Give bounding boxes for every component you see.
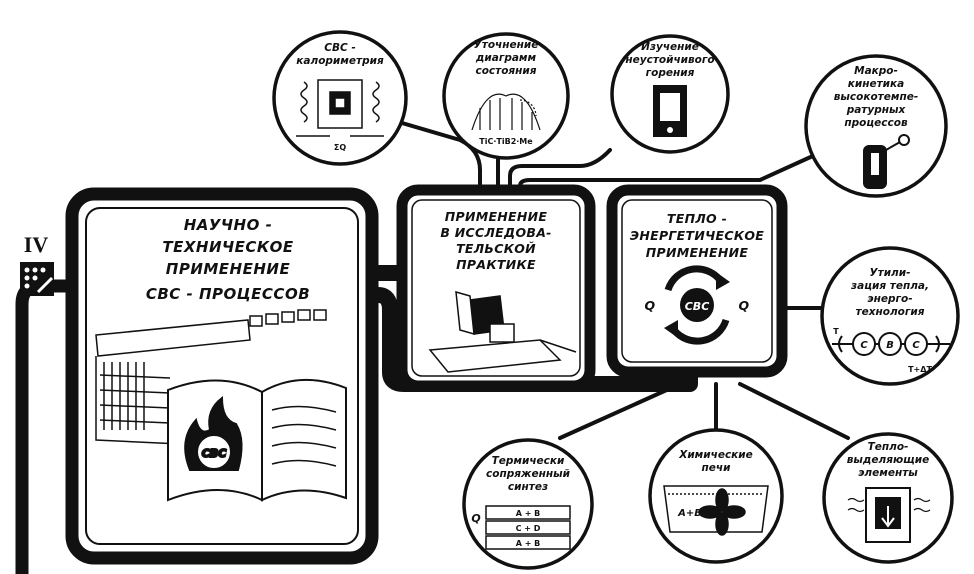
circle-conjugated-synthesis: Термически сопряженный синтез A + B C + … [462, 438, 594, 570]
heat-util-ball-2: В [886, 340, 894, 351]
energy-box: ТЕПЛО - ЭНЕРГЕТИЧЕСКОЕ ПРИМЕНЕНИЕ СВС Q … [606, 184, 788, 378]
furnace-icon [663, 485, 769, 536]
circle-heat-utilization: Утили- зация тепла, энерго- технология С… [820, 246, 960, 386]
circle-calorimetry: СВС - калориметрия ΣQ [272, 30, 408, 166]
unsteady-line-3: горения [646, 67, 695, 79]
heating-element-icon [847, 487, 931, 543]
heat-el-line-2: выделяющие [847, 454, 929, 466]
conj-line-2: сопряженный [486, 468, 571, 480]
energy-center-label: СВС [685, 300, 710, 313]
conj-line-1: Термически [492, 455, 565, 467]
heat-util-t-right: T+ΔT [908, 365, 932, 374]
grid-icon [20, 262, 54, 296]
heat-util-t-left: T [833, 327, 839, 336]
macro-line-3: высокотемпе- [834, 91, 918, 103]
heat-el-line-1: Тепло- [868, 441, 909, 453]
research-title-line-2: В ИССЛЕДОВА- [440, 225, 551, 240]
cycle-arrows-icon: СВС [664, 265, 730, 345]
research-title-line-3: ТЕЛЬСКОЙ [456, 241, 536, 256]
sample-tube-icon [653, 85, 687, 137]
main-title-line-3: ПРИМЕНЕНИЕ [166, 260, 291, 278]
phase-line-2: диаграмм [475, 52, 537, 64]
macro-line-4: ратурных [846, 104, 907, 116]
heat-util-line-3: энерго- [867, 293, 912, 305]
calorimetry-line-2: калориметрия [296, 55, 384, 67]
research-box: ПРИМЕНЕНИЕ В ИССЛЕДОВА- ТЕЛЬСКОЙ ПРАКТИК… [396, 184, 596, 392]
conj-layer-3: A + B [516, 539, 541, 548]
research-title-line-1: ПРИМЕНЕНИЕ [445, 209, 548, 224]
conj-line-3: синтез [508, 481, 548, 493]
heat-util-ball-1: С [860, 340, 868, 351]
macro-line-5: процессов [844, 117, 908, 129]
main-box: НАУЧНО - ТЕХНИЧЕСКОЕ ПРИМЕНЕНИЕ СВС - ПР… [65, 187, 379, 565]
main-title-line-1: НАУЧНО - [184, 216, 273, 234]
furnace-line-1: Химические [678, 449, 753, 461]
roman-numeral: IV [24, 232, 49, 257]
calorimeter-icon [296, 79, 384, 137]
research-title-line-4: ПРАКТИКЕ [456, 257, 536, 272]
conj-layer-2: C + D [516, 524, 541, 533]
heat-util-line-2: зация тепла, [850, 280, 929, 292]
furnace-line-2: печи [702, 462, 732, 474]
energy-q-left: Q [645, 298, 656, 313]
phase-diagram-icon [471, 93, 541, 131]
energy-title-line-2: ЭНЕРГЕТИЧЕСКОЕ [630, 228, 764, 243]
layered-stack-icon [485, 505, 571, 550]
circle-macrokinetics: Макро- кинетика высокотемпе- ратурных пр… [804, 54, 948, 198]
circle-chemical-furnaces: Химические печи A+B [648, 428, 784, 564]
heat-util-ball-3: С [912, 340, 920, 351]
heat-util-line-1: Утили- [870, 267, 911, 279]
press-machine-illustration [428, 290, 577, 373]
main-title-line-4: СВС - ПРОЦЕССОВ [146, 285, 310, 303]
conj-layer-1: A + B [516, 509, 541, 518]
factory-illustration [95, 309, 327, 445]
phase-line-1: Уточнение [474, 39, 539, 51]
book-flame-illustration: СВС [167, 379, 347, 502]
book-flame-label: СВС [202, 447, 227, 460]
furnace-mix: A+B [677, 508, 702, 519]
circle-heat-elements: Тепло- выделяющие элементы [822, 432, 954, 564]
pressure-vessel-icon [863, 134, 910, 189]
heat-util-line-4: технология [856, 306, 925, 318]
energy-title-line-1: ТЕПЛО - [667, 211, 727, 226]
connector-pipes [15, 116, 850, 574]
phase-sub: TiC·TiB2·Me [479, 137, 533, 146]
unsteady-line-1: Изучение [641, 41, 699, 53]
macro-line-2: кинетика [848, 78, 905, 90]
energy-title-line-3: ПРИМЕНЕНИЕ [646, 245, 749, 260]
macro-line-1: Макро- [854, 65, 898, 77]
energy-q-right: Q [739, 298, 750, 313]
main-title-line-2: ТЕХНИЧЕСКОЕ [162, 238, 294, 256]
calorimetry-sub: ΣQ [334, 143, 346, 152]
heat-el-line-3: элементы [858, 467, 918, 479]
conj-q: Q [471, 512, 480, 525]
circle-unsteady-combustion: Изучение неустойчивого горения [610, 34, 730, 154]
phase-line-3: состояния [475, 65, 536, 77]
circle-phase-diagrams: Уточнение диаграмм состояния TiC·TiB2·Me [442, 32, 570, 160]
unsteady-line-2: неустойчивого [625, 54, 714, 66]
section-badge: IV [20, 232, 54, 296]
calorimetry-line-1: СВС - [324, 42, 355, 54]
pellet-chain-icon [832, 332, 950, 356]
